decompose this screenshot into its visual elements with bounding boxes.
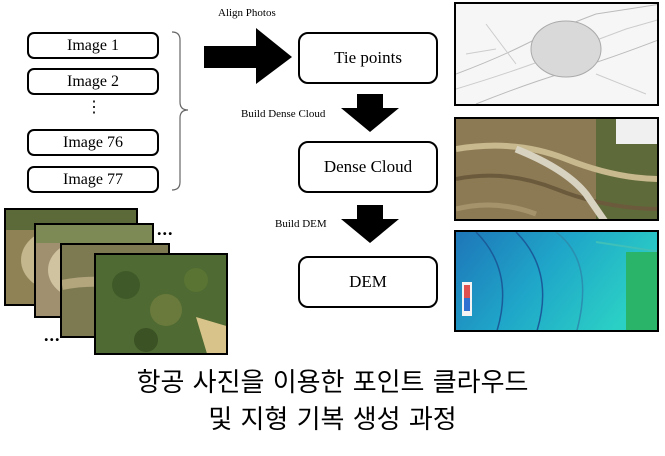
dense-cloud-thumbnail <box>454 117 659 221</box>
dem-arrow <box>341 205 399 243</box>
dense-arrow <box>341 94 399 132</box>
stack-ellipsis-bottom: ... <box>44 325 61 345</box>
dem-box: DEM <box>298 256 438 308</box>
aerial-photo-4 <box>94 253 228 355</box>
align-photos-label: Align Photos <box>218 7 276 19</box>
vertical-ellipsis: ⋮ <box>86 99 102 116</box>
build-dense-cloud-label: Build Dense Cloud <box>241 108 326 120</box>
stack-ellipsis-top: ... <box>157 219 174 239</box>
dem-elevation-image <box>456 232 657 330</box>
dem-thumbnail <box>454 230 659 332</box>
caption-line-2: 및 지형 기복 생성 과정 <box>208 405 457 435</box>
align-arrow <box>204 28 292 84</box>
build-dem-label: Build DEM <box>275 218 327 230</box>
image-box-77: Image 77 <box>27 166 159 193</box>
dense-cloud-box: Dense Cloud <box>298 141 438 193</box>
dense-cloud-image <box>456 119 657 219</box>
tie-points-thumbnail <box>454 2 659 106</box>
image-box-76: Image 76 <box>27 129 159 156</box>
image-box-2: Image 2 <box>27 68 159 95</box>
grouping-bracket <box>171 31 189 191</box>
sparse-point-cloud-image <box>456 4 657 104</box>
aerial-photo-4-image <box>96 255 226 353</box>
image-box-1: Image 1 <box>27 32 159 59</box>
tie-points-box: Tie points <box>298 32 438 84</box>
caption-line-1: 항공 사진을 이용한 포인트 클라우드 <box>136 368 529 398</box>
